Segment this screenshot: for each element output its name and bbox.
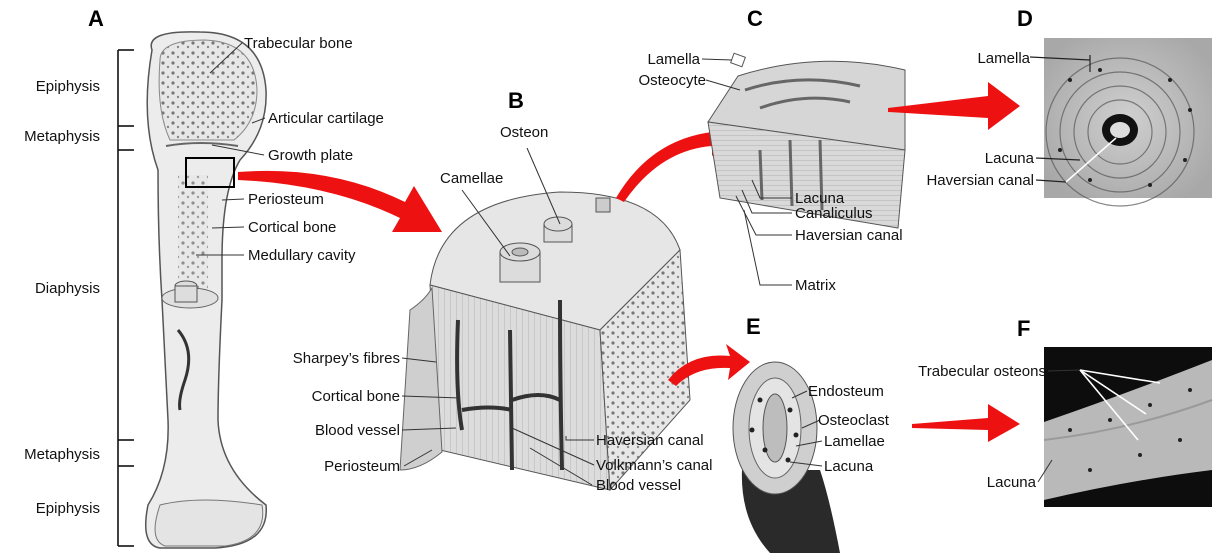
label-blood-vessel-b: Blood vessel xyxy=(240,422,400,439)
region-label-epiphysis-bottom: Epiphysis xyxy=(10,500,100,517)
panel-letter-b: B xyxy=(508,88,524,114)
label-haversian-canal-d: Haversian canal xyxy=(880,172,1034,189)
label-osteoclast: Osteoclast xyxy=(818,412,889,429)
label-osteon: Osteon xyxy=(500,124,548,141)
label-articular-cartilage: Articular cartilage xyxy=(268,110,384,127)
label-lacuna-d: Lacuna xyxy=(900,150,1034,167)
label-periosteum-b: Periosteum xyxy=(240,458,400,475)
label-haversian-canal-b: Haversian canal xyxy=(596,432,704,449)
panel-c-osteon xyxy=(702,53,905,285)
label-cortical-bone-b: Cortical bone xyxy=(240,388,400,405)
label-lacuna-e: Lacuna xyxy=(824,458,873,475)
label-endosteum: Endosteum xyxy=(808,383,884,400)
panel-letter-c: C xyxy=(747,6,763,32)
label-sharpeys-fibres: Sharpey’s fibres xyxy=(240,350,400,367)
label-cortical-bone-a: Cortical bone xyxy=(248,219,336,236)
label-haversian-canal-c: Haversian canal xyxy=(795,227,903,244)
label-blood-vessel-b2: Blood vessel xyxy=(596,477,681,494)
label-matrix: Matrix xyxy=(795,277,836,294)
panel-d-micrograph xyxy=(1030,38,1212,206)
region-label-epiphysis-top: Epiphysis xyxy=(10,78,100,95)
arrow-e-to-f xyxy=(912,404,1020,442)
label-trabecular-osteons: Trabecular osteons xyxy=(870,363,1046,380)
label-lamella-c: Lamella xyxy=(560,51,700,68)
marrow-stub xyxy=(175,286,197,302)
lamella-marker xyxy=(731,53,746,67)
panel-letter-a: A xyxy=(88,6,104,32)
region-label-diaphysis: Diaphysis xyxy=(10,280,100,297)
panel-letter-f: F xyxy=(1017,316,1030,342)
region-bracket xyxy=(118,50,134,546)
panel-f-micrograph xyxy=(1038,347,1212,507)
label-trabecular-bone: Trabecular bone xyxy=(244,35,353,52)
label-lamellae: Lamellae xyxy=(824,433,885,450)
region-label-metaphysis-top: Metaphysis xyxy=(10,128,100,145)
region-label-metaphysis-bottom: Metaphysis xyxy=(10,446,100,463)
label-lacuna-f: Lacuna xyxy=(940,474,1036,491)
label-growth-plate: Growth plate xyxy=(268,147,353,164)
label-volkmanns-canal: Volkmann’s canal xyxy=(596,457,712,474)
label-osteocyte: Osteocyte xyxy=(560,72,706,89)
label-periosteum-a: Periosteum xyxy=(248,191,324,208)
arrow-c-to-d xyxy=(888,82,1020,130)
label-medullary-cavity: Medullary cavity xyxy=(248,247,356,264)
proximal-spongy-bone xyxy=(159,40,257,140)
panel-letter-e: E xyxy=(746,314,761,340)
label-lamella-d: Lamella xyxy=(900,50,1030,67)
panel-letter-d: D xyxy=(1017,6,1033,32)
label-canaliculus: Canaliculus xyxy=(795,205,873,222)
distal-epiphysis xyxy=(155,500,263,546)
label-camellae: Camellae xyxy=(440,170,503,187)
